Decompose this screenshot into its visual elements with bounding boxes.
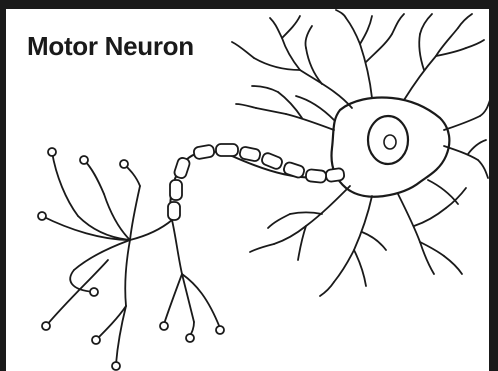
nucleolus [384, 135, 396, 149]
axon-terminals [42, 152, 220, 364]
nucleus [368, 116, 408, 164]
synaptic-knobs [38, 148, 224, 370]
myelin-sheath [168, 144, 345, 220]
dendrites [232, 10, 490, 296]
